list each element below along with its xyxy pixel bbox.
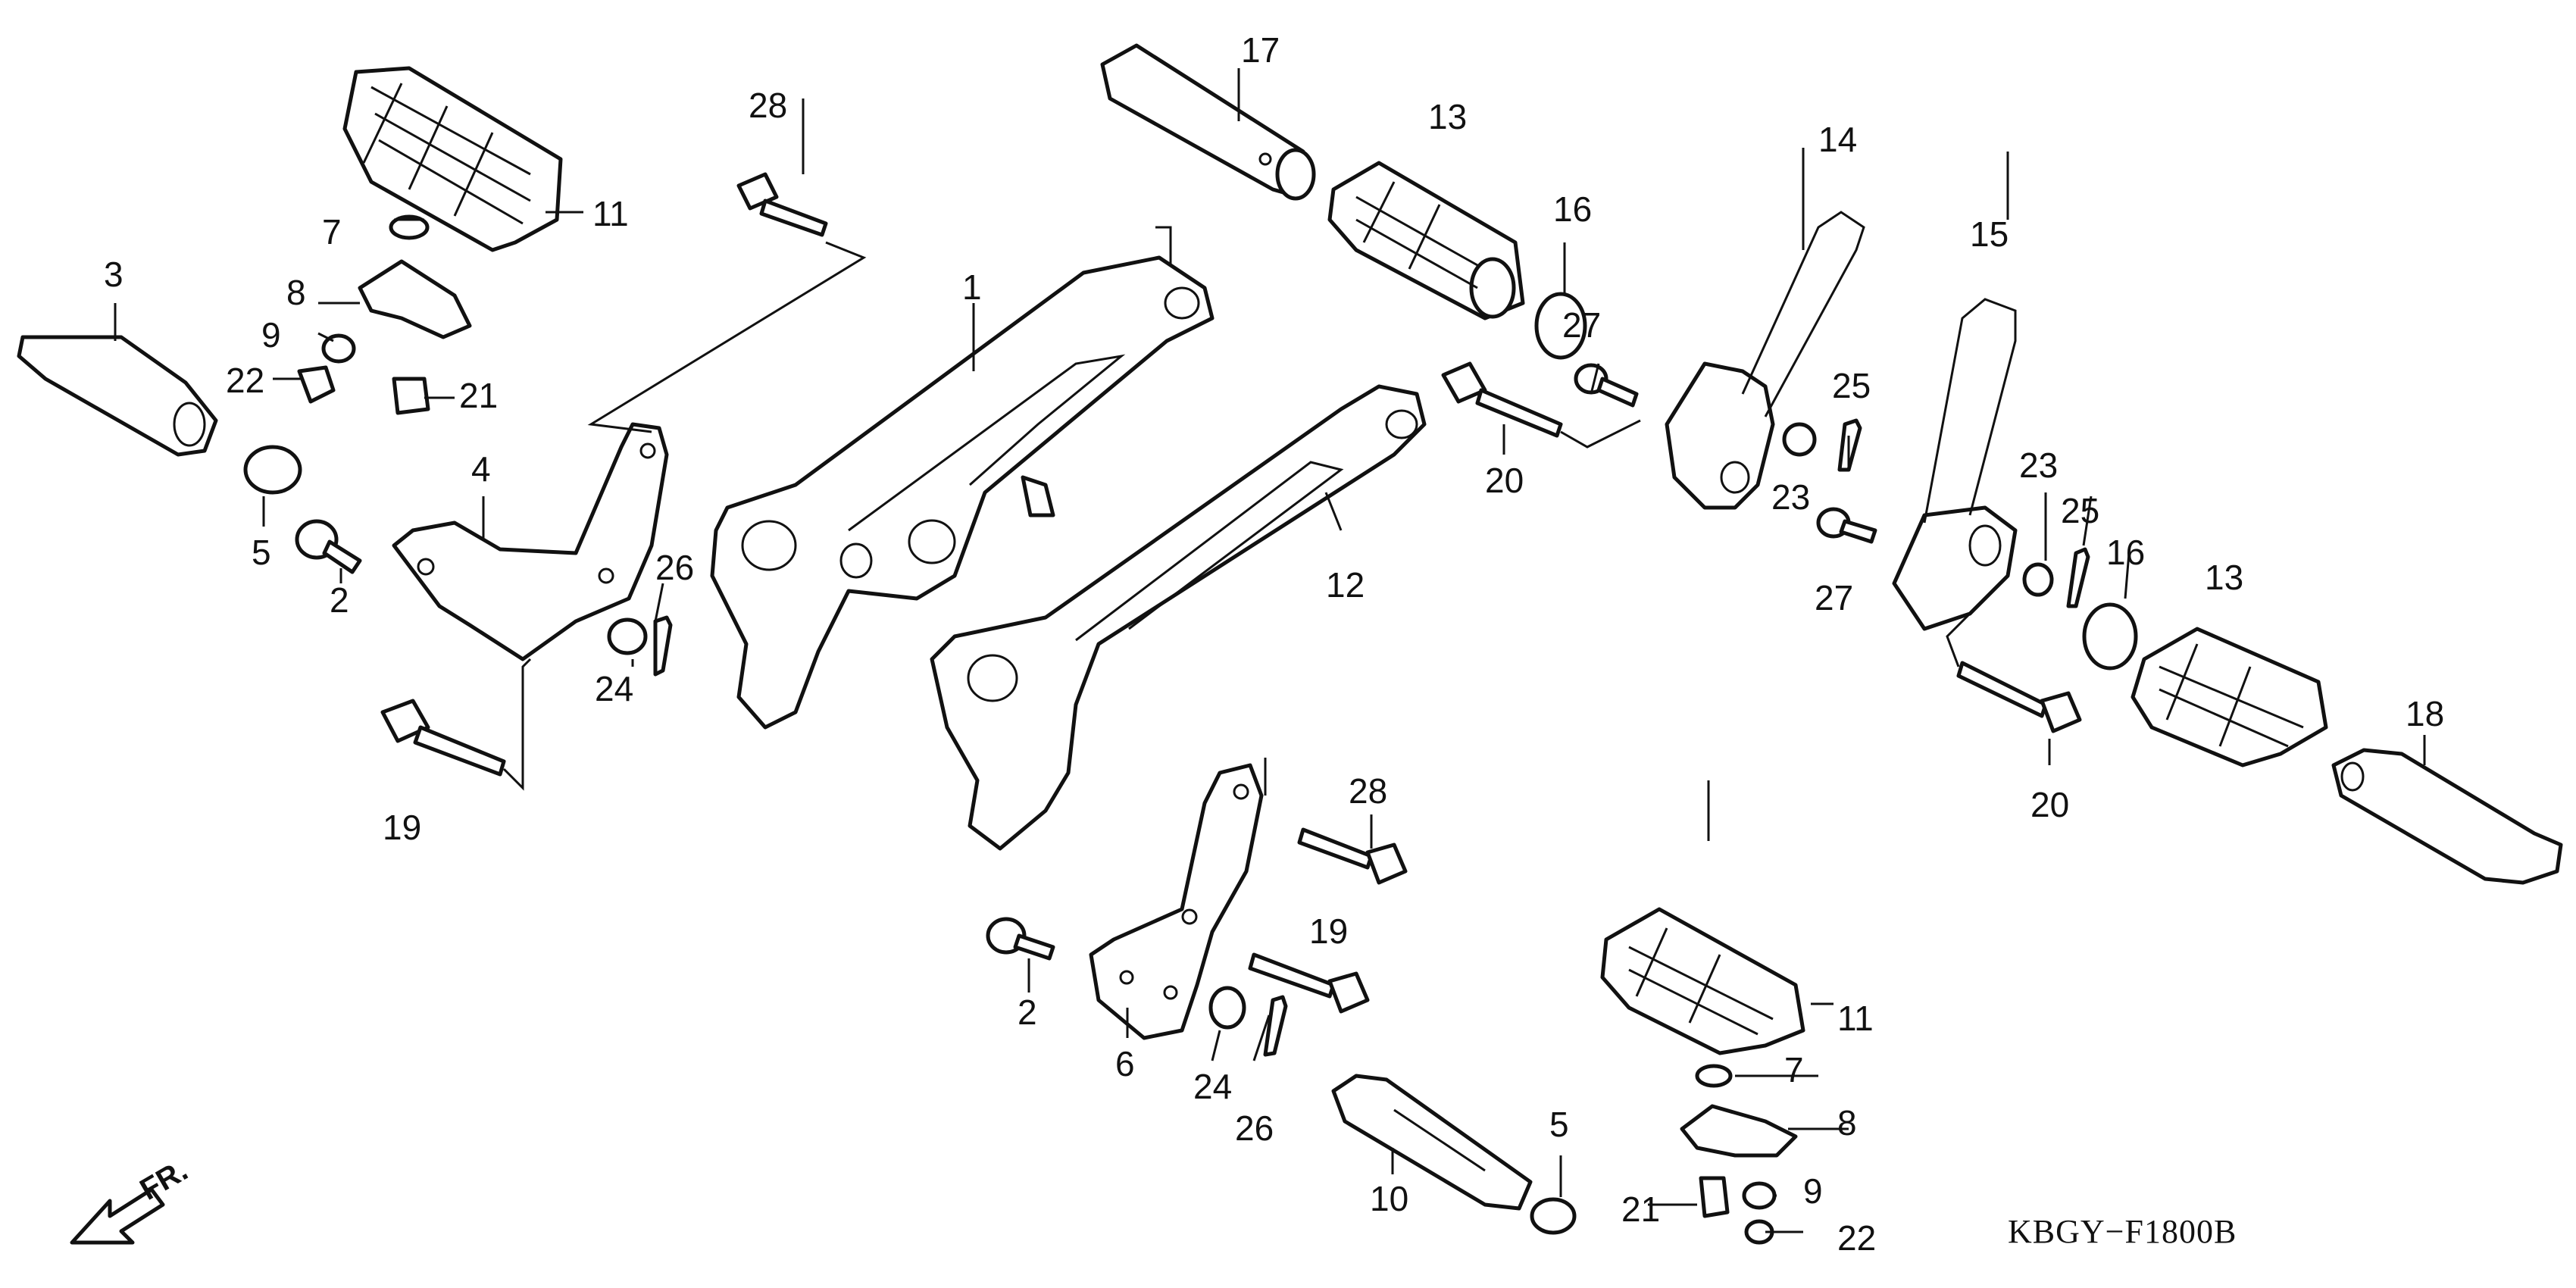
part-footpeg-rubber-upper-left (342, 66, 563, 252)
callout-3: 3 (104, 255, 123, 294)
callout-7: 7 (322, 212, 342, 252)
part-washer-24-left (607, 617, 648, 655)
part-washer-24-lower (1208, 986, 1246, 1030)
part-step-bar-18-right (2331, 748, 2563, 885)
callout-14: 14 (1818, 120, 1857, 159)
callout-7: 7 (1784, 1050, 1804, 1089)
callout-23: 23 (1771, 477, 1810, 517)
callout-20: 20 (1485, 461, 1524, 500)
callout-26: 26 (1235, 1108, 1274, 1148)
callout-25: 25 (2061, 491, 2099, 530)
callout-1: 1 (962, 267, 982, 307)
leader-lines (114, 68, 2426, 1233)
callout-21: 21 (1621, 1190, 1660, 1229)
part-washer-16-upper (1534, 292, 1587, 360)
callout-21: 21 (459, 376, 498, 415)
part-washer-16-lower (2082, 602, 2138, 671)
callout-11: 11 (592, 194, 629, 233)
callout-12: 12 (1326, 565, 1365, 605)
callout-27: 27 (1815, 578, 1853, 617)
part-footpeg-rubber-11-lower (1600, 907, 1805, 1055)
part-loop-bracket-14 (1665, 211, 1865, 510)
part-washer-23-lower (2022, 562, 2054, 597)
part-cotter-pin-26-left (653, 615, 673, 677)
callout-10: 10 (1370, 1179, 1408, 1218)
callout-25: 25 (1832, 366, 1871, 405)
callout-2: 2 (1018, 993, 1037, 1032)
part-footpeg-rubber-13-lower (2131, 627, 2328, 767)
callout-27: 27 (1562, 305, 1601, 345)
part-washer-5-lower (1530, 1197, 1577, 1235)
part-bracket-cluster-upper-left (297, 214, 472, 415)
callout-2: 2 (330, 580, 349, 620)
part-bolt-19-left (380, 699, 506, 777)
callout-24: 24 (1193, 1067, 1232, 1106)
callout-19: 19 (383, 808, 421, 847)
callout-16: 16 (1553, 189, 1592, 229)
callout-22: 22 (226, 361, 264, 400)
callout-5: 5 (252, 533, 271, 572)
part-main-step-holder-1 (710, 255, 1215, 730)
part-bracket-4-left (392, 422, 669, 661)
callout-15: 15 (1970, 214, 2009, 254)
callout-8: 8 (1837, 1103, 1857, 1143)
callout-5: 5 (1549, 1105, 1569, 1144)
part-washer-23-upper (1782, 422, 1817, 457)
front-direction-indicator: FR. (70, 1153, 193, 1245)
diagram-code: KBGY−F1800B (2008, 1213, 2237, 1250)
part-pin-27-lower (1816, 507, 1877, 544)
callout-13: 13 (1428, 97, 1467, 136)
part-pin-lower (986, 917, 1055, 961)
part-step-bar-10-lower (1331, 1074, 1533, 1211)
callout-22: 22 (1837, 1218, 1876, 1258)
callout-23: 23 (2019, 445, 2058, 485)
part-cotter-pin-26-lower (1263, 995, 1288, 1057)
part-step-holder-12 (930, 384, 1427, 851)
callout-13: 13 (2205, 558, 2243, 597)
callout-28: 28 (1349, 771, 1387, 811)
callout-17: 17 (1241, 30, 1280, 70)
part-bracket-cluster-lower (1680, 1064, 1798, 1245)
part-cotter-pin-25-lower (2066, 547, 2090, 608)
part-bolt-19-lower (1248, 952, 1370, 1014)
part-footpeg-rubber-13-upper (1327, 161, 1525, 320)
callout-6: 6 (1115, 1044, 1135, 1083)
part-bolt-20-upper (1441, 361, 1563, 438)
callout-11: 11 (1837, 999, 1874, 1038)
part-bolt-28-upper (736, 172, 828, 237)
callout-9: 9 (261, 315, 281, 355)
part-step-bar-left (17, 335, 218, 457)
callout-4: 4 (471, 449, 491, 489)
part-pipe-17 (1100, 43, 1316, 201)
callout-8: 8 (286, 273, 306, 312)
part-pin-left (295, 519, 362, 574)
part-bolt-28-lower (1297, 827, 1408, 885)
callout-18: 18 (2406, 694, 2444, 733)
part-washer-left (243, 445, 302, 495)
callout-9: 9 (1803, 1171, 1823, 1211)
part-pin-27-upper (1574, 363, 1639, 408)
part-bracket-6-lower (1089, 763, 1264, 1040)
callout-16: 16 (2106, 533, 2145, 572)
callout-19: 19 (1309, 911, 1348, 951)
callout-24: 24 (595, 669, 633, 708)
callout-28: 28 (749, 86, 787, 125)
callout-labels: 1 2 2 3 4 5 5 6 7 7 8 8 9 9 10 11 11 12 … (104, 30, 2444, 1258)
part-loop-bracket-15 (1892, 298, 2018, 631)
callout-26: 26 (655, 548, 694, 587)
front-direction-arrow-icon (70, 1187, 165, 1245)
part-bolt-20-lower (1956, 661, 2082, 733)
callout-20: 20 (2030, 785, 2069, 824)
